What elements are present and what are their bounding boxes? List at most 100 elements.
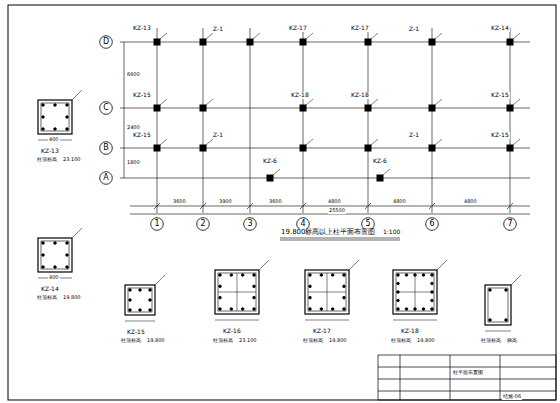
axis-bubble: 7 [503,217,517,231]
dim-line [393,320,437,321]
rebar-dot [230,274,233,277]
elevation: 19.800 [328,338,348,344]
rebar-dot [42,104,45,107]
leader-line [206,139,213,145]
rebar-dot [343,296,346,299]
leader-line [435,33,442,39]
rebar-dot [431,308,434,311]
dim-line [305,320,349,321]
dimension: 1800 [126,160,141,166]
axis-label: 2 [196,217,210,231]
axis-label: B [99,141,113,155]
rebar-dot [129,299,132,302]
column-tag: KZ-17 [350,25,370,32]
axis-label: 7 [503,217,517,231]
rebar-dot [320,308,323,311]
rebar-dot [343,285,346,288]
axis-line [510,28,511,213]
dimension: 6600 [126,72,141,78]
axis-line [120,148,530,149]
rebar-dot [66,266,69,269]
leader-line [72,228,82,238]
axis-label: 3 [243,217,257,231]
detail-tag: KZ-15 [126,329,146,336]
dimension: 400 [48,275,60,281]
leader-line [371,33,378,39]
note: 柱顶标高 [36,295,58,301]
rebar-dot [219,308,222,311]
rebar-dot [422,308,425,311]
dimension: 3900 [218,199,233,205]
column-tag: KZ-15 [132,92,152,99]
note: 柱顶标高 [302,338,324,344]
scale: 1:100 [382,229,401,236]
rebar-dot [219,296,222,299]
column-tag: Z-1 [212,132,224,139]
leader-line [306,139,313,145]
column-section [154,105,160,111]
rebar-dot [343,274,346,277]
rebar-dot [397,308,400,311]
elevation: 23.100 [62,157,82,163]
column-tag: KZ-18 [290,92,310,99]
rebar-dot [489,319,492,322]
rebar-dot [397,274,400,277]
column-section [300,105,306,111]
column-section [507,105,513,111]
elevation: 19.800 [416,338,436,344]
column-outline [393,270,437,314]
bubble-circle [426,218,439,231]
column-section [429,145,435,151]
rebar-dot [397,282,400,285]
column-section [507,145,513,151]
elevation: 梯高 [506,338,518,344]
leader-line [306,99,313,105]
leader-line [513,33,520,39]
tie [308,292,346,293]
bubble-circle [197,218,210,231]
leader-line [155,275,165,285]
column-tag: Z-1 [408,132,420,139]
axis-label: C [99,101,113,115]
elevation: 19.800 [62,295,82,301]
column-section [154,145,160,151]
rebar-dot [139,309,142,312]
detail-tag: KZ-16 [222,328,242,335]
rebar-dot [139,289,142,292]
elevation: 23.100 [238,338,258,344]
column-section [507,39,513,45]
leader-line [273,169,280,175]
note: 柱顶标高 [390,338,412,344]
leader-line [259,260,269,270]
dimension: 2400 [126,125,141,131]
leader-line [160,99,167,105]
rebar-dot [253,285,256,288]
column-tag: KZ-18 [350,92,370,99]
rebar-dot [405,308,408,311]
bubble-circle [244,218,257,231]
axis-bubble: D [99,35,113,49]
stirrup [41,241,69,269]
rebar-dot [149,289,152,292]
column-tag: Z-1 [212,26,224,33]
elevation: 19.800 [146,338,166,344]
stirrup [308,273,346,311]
leader-line [437,260,447,270]
rebar-dot [42,116,45,119]
column-tag: KZ-6 [372,158,388,165]
dimension: 3600 [268,199,283,205]
rebar-dot [66,116,69,119]
dimension: 4800 [463,199,478,205]
stirrup [41,103,69,131]
rebar-dot [331,308,334,311]
column-section [154,39,160,45]
rebar-dot [42,128,45,131]
axis-bubble: 6 [425,217,439,231]
axis-label: 6 [425,217,439,231]
rebar-dot [309,274,312,277]
note: 柱顶标高 [36,157,58,163]
leader-line [383,169,390,175]
rebar-dot [42,242,45,245]
leader-line [513,139,520,145]
